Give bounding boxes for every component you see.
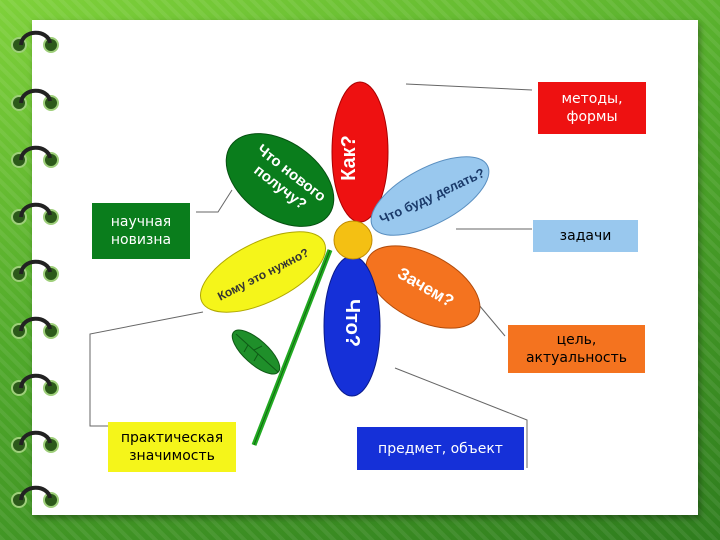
petal-label-chto: Что?	[341, 299, 363, 347]
connector-predmet	[394, 367, 528, 468]
connector-nauchnaya	[196, 189, 233, 213]
box-predmet-obekt: предмет, объект	[357, 427, 524, 470]
box-nauchnaya-novizna: научная новизна	[92, 203, 190, 259]
box-tsel-aktualnost: цель, актуальность	[508, 325, 645, 373]
ring-icon	[11, 145, 59, 168]
leaf	[231, 329, 281, 375]
ring-icon	[11, 88, 59, 111]
box-prakticheskaya-znachimost: практическая значимость	[108, 422, 236, 472]
stem-outline	[253, 249, 331, 446]
connector-metody	[405, 83, 533, 91]
petal-label-kak: Как?	[338, 135, 360, 181]
ring-icon	[11, 430, 59, 453]
flower-center	[333, 220, 373, 260]
petal-komu	[199, 231, 327, 313]
petal-chto-novogo	[225, 133, 335, 227]
ring-icon	[11, 202, 59, 225]
connector-lines	[89, 83, 533, 468]
box-metody-formy: методы, формы	[538, 82, 646, 134]
connector-prakticheskaya	[89, 311, 204, 427]
ring-icon	[11, 259, 59, 282]
box-zadachi: задачи	[533, 220, 638, 252]
petal-chto-budu-delat	[370, 156, 490, 236]
ring-icon	[11, 316, 59, 339]
ring-icon	[11, 30, 59, 53]
ring-icon	[11, 373, 59, 396]
ring-icon	[11, 485, 59, 508]
petal-zachem	[365, 245, 481, 329]
